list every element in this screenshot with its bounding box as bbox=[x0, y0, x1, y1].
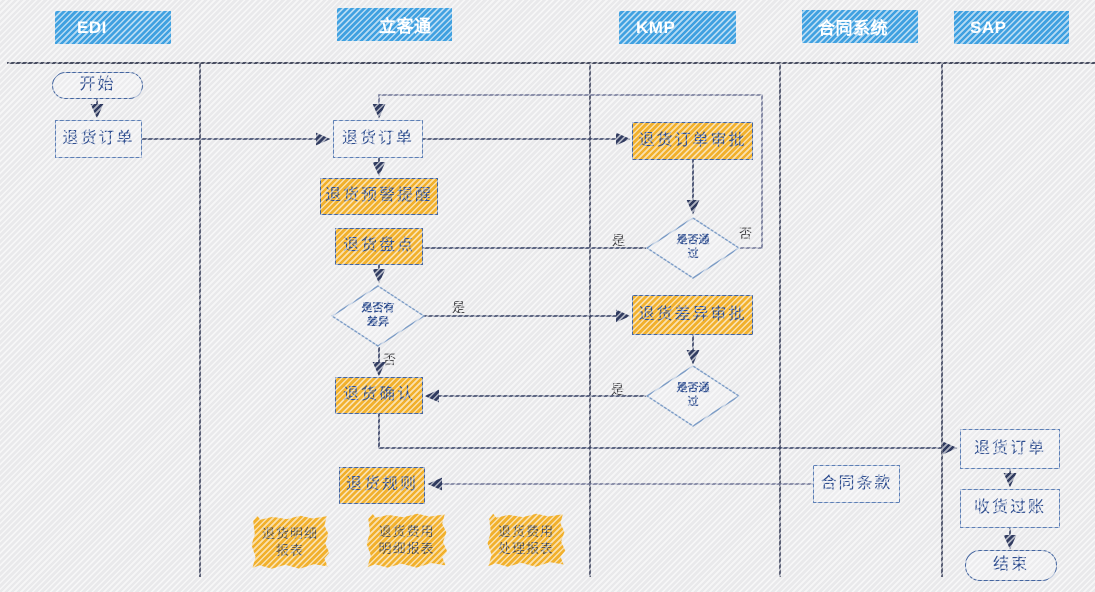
node-return-confirm: 退货确认 bbox=[335, 377, 423, 414]
node-return-order-approval: 退货订单审批 bbox=[632, 122, 753, 160]
lane-header-likeetong: 立客通 bbox=[337, 8, 452, 41]
label-decision1-yes: 是 bbox=[612, 233, 627, 248]
node-return-rules: 退货规则 bbox=[339, 467, 425, 504]
node-approval-pass-decision-2: 是否通过 bbox=[646, 365, 740, 427]
node-sap-return-order: 退货订单 bbox=[960, 429, 1060, 469]
node-goods-receipt-posting: 收货过账 bbox=[960, 489, 1060, 528]
lane-header-edi: EDI bbox=[55, 11, 171, 44]
node-start: 开始 bbox=[52, 72, 143, 99]
node-approval-pass-decision-1: 是否通过 bbox=[646, 217, 740, 279]
label-decision1-no: 否 bbox=[739, 226, 754, 241]
node-return-fee-detail-report: 退货费用明细报表 bbox=[366, 513, 448, 568]
lane-header-kmp: KMP bbox=[619, 11, 736, 44]
node-contract-terms: 合同条款 bbox=[813, 465, 900, 503]
label-difference-yes: 是 bbox=[452, 300, 467, 315]
node-return-diff-approval: 退货差异审批 bbox=[632, 295, 753, 335]
node-has-difference-decision: 是否有差异 bbox=[331, 285, 425, 347]
lane-header-contract-system: 合同系统 bbox=[802, 10, 918, 43]
node-return-stocktake: 退货盘点 bbox=[335, 228, 423, 265]
node-edi-return-order: 退货订单 bbox=[55, 120, 142, 158]
node-lkt-return-order: 退货订单 bbox=[333, 120, 423, 158]
label-difference-no: 否 bbox=[383, 352, 398, 367]
node-return-detail-report: 退货明细报表 bbox=[251, 515, 330, 569]
node-end: 结束 bbox=[965, 550, 1057, 581]
node-return-fee-process-report: 退货费用处理报表 bbox=[487, 513, 566, 567]
label-decision2-yes: 是 bbox=[611, 382, 626, 397]
node-return-warning: 退货预警提醒 bbox=[320, 178, 438, 215]
lane-header-sap: SAP bbox=[954, 11, 1069, 44]
